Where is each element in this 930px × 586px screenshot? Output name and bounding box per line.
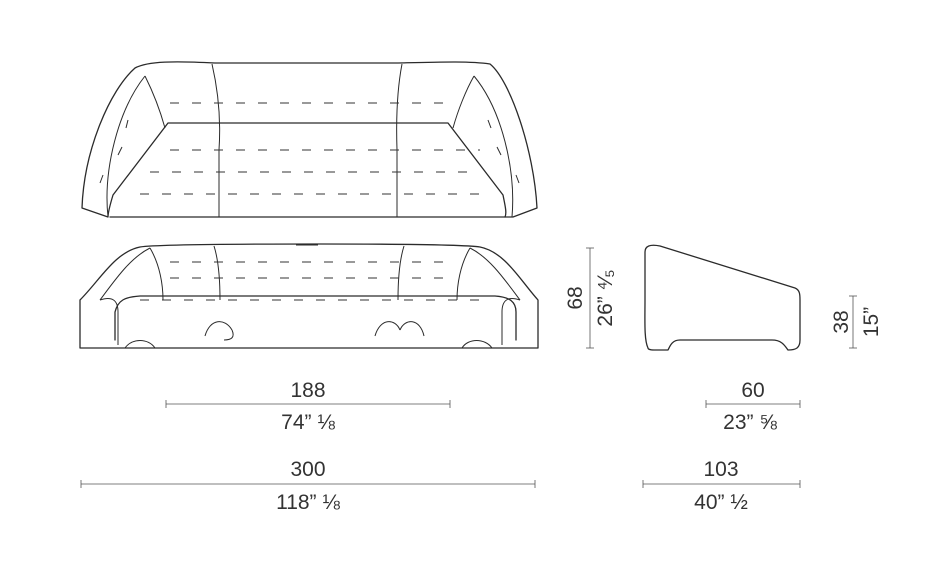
total-width-dimension: 300 118” ⅛ xyxy=(80,458,536,514)
sofa-top-view xyxy=(81,61,538,218)
total-width-cm-label: 300 xyxy=(290,458,325,481)
sofa-side-view xyxy=(644,244,801,351)
seat-width-in-label: 74” ⅛ xyxy=(281,411,335,434)
height-dimension: 68 26” ⁴⁄₅ xyxy=(564,247,617,349)
seat-width-dimension: 188 74” ⅛ xyxy=(165,379,451,434)
seat-height-cm-label: 38 xyxy=(830,310,853,333)
seat-height-in-label: 15” xyxy=(860,307,883,337)
seat-height-dimension: 38 15” xyxy=(830,295,883,349)
seat-width-cm-label: 188 xyxy=(290,379,325,402)
height-cm-label: 68 xyxy=(564,286,587,309)
sofa-front-view xyxy=(79,243,539,349)
seat-depth-in-label: 23” ⅝ xyxy=(723,411,777,434)
total-depth-dimension: 103 40” ½ xyxy=(642,458,801,514)
total-depth-in-label: 40” ½ xyxy=(694,491,748,514)
total-depth-cm-label: 103 xyxy=(703,458,738,481)
total-width-in-label: 118” ⅛ xyxy=(276,491,340,514)
seat-depth-cm-label: 60 xyxy=(741,379,764,402)
height-in-label: 26” ⁴⁄₅ xyxy=(594,269,617,326)
seat-depth-dimension: 60 23” ⅝ xyxy=(705,379,801,434)
